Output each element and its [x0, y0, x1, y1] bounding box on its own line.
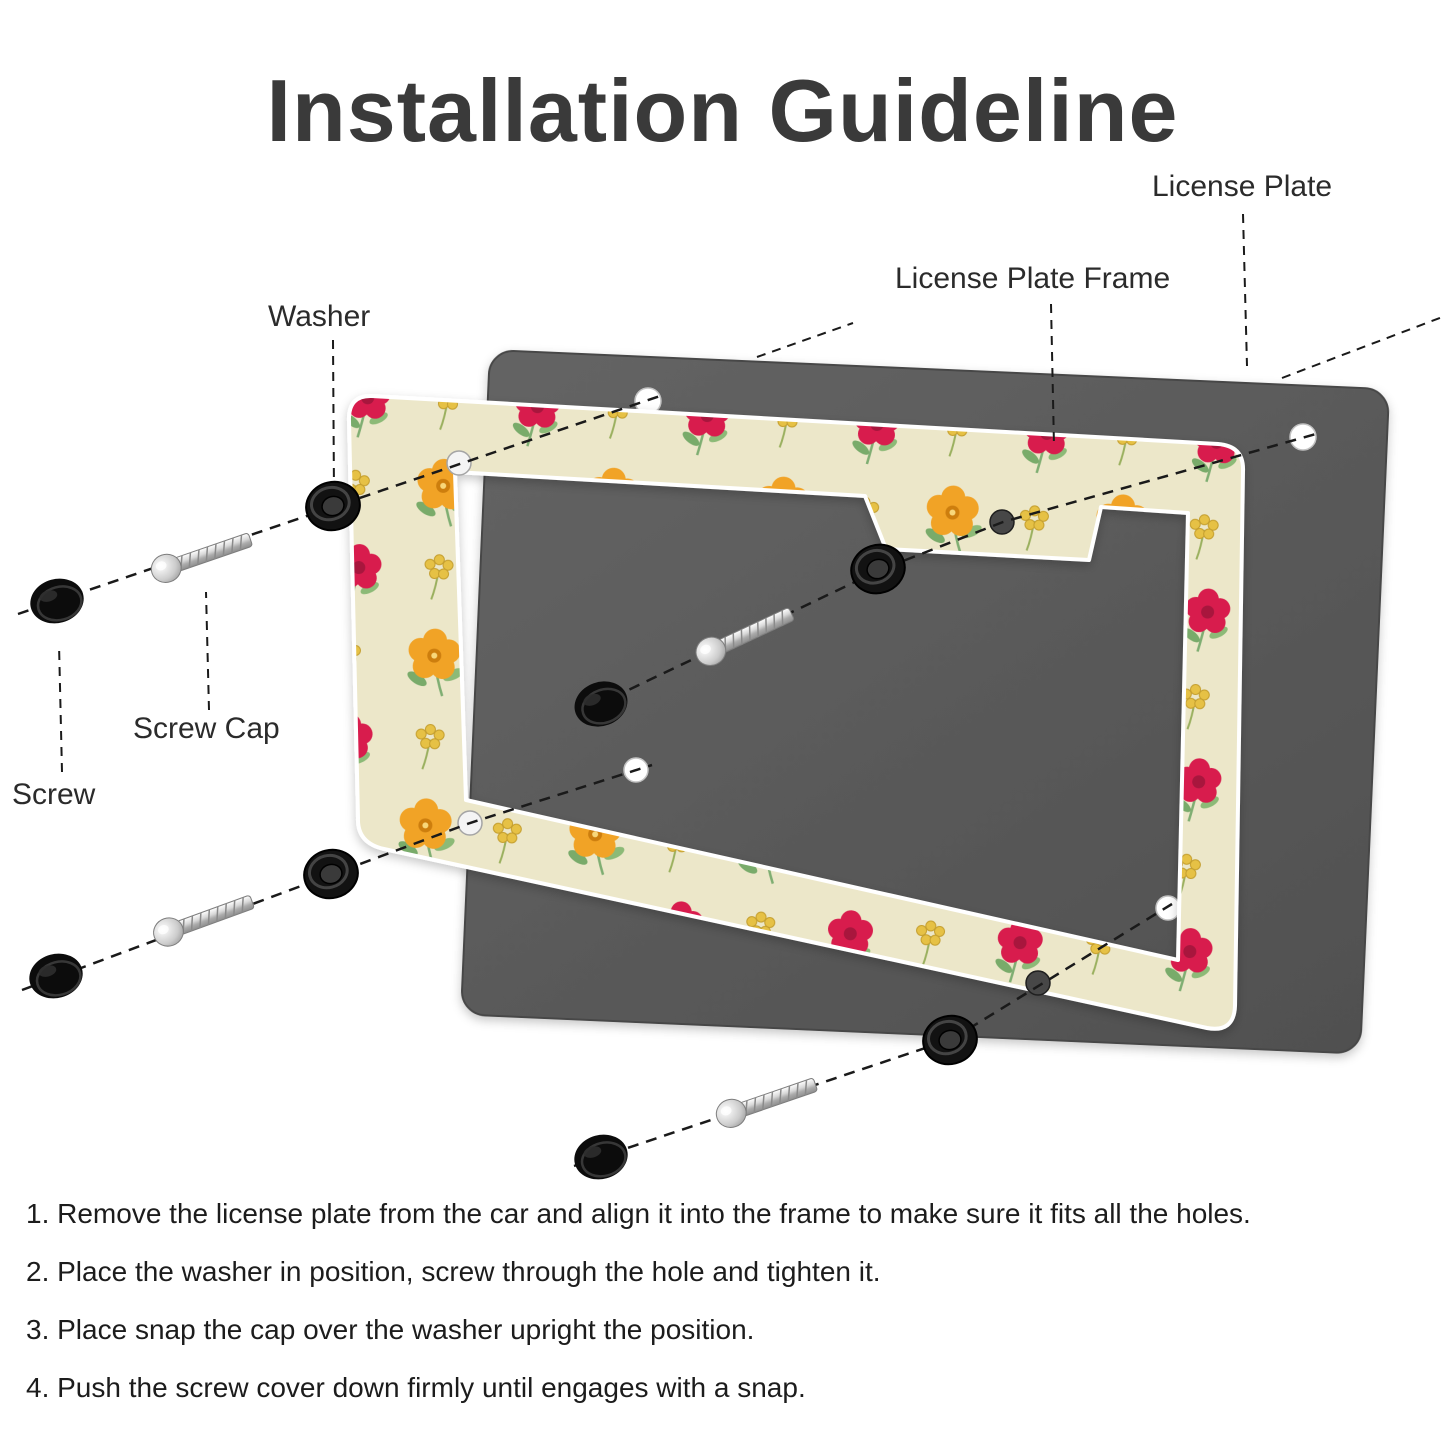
license-plate-label: License Plate	[1152, 170, 1333, 203]
leader-washer	[332, 339, 335, 495]
screw-cap-4	[567, 1127, 635, 1187]
guide-line-bottom-center	[573, 902, 1173, 1168]
leader-license-plate-diagonal	[1281, 315, 1445, 379]
screw-cap-3	[22, 946, 90, 1006]
washer-3	[297, 842, 365, 906]
license-plate-holes	[623, 387, 1317, 921]
leader-frame-diagonal	[756, 322, 854, 358]
license-plate-frame-label: License Plate Frame	[895, 262, 1171, 295]
screw-3	[148, 887, 258, 952]
license-plate-frame	[346, 393, 1246, 1031]
guide-line-top-center	[577, 432, 1317, 716]
screw-cap-1	[23, 571, 91, 631]
plate-hole-bottom-right	[1155, 895, 1181, 921]
washer-label: Washer	[268, 300, 371, 333]
leader-license-plate	[1242, 213, 1248, 367]
instruction-step-1: 1. Remove the license plate from the car…	[26, 1198, 1251, 1229]
screw-1	[146, 525, 256, 588]
instruction-list: 1. Remove the license plate from the car…	[26, 1198, 1436, 1430]
leader-screw	[58, 643, 63, 773]
screw-cap-label: Screw Cap	[133, 712, 280, 745]
page-title: Installation Guideline	[266, 61, 1179, 160]
instruction-step-2: 2. Place the washer in position, screw t…	[26, 1256, 881, 1287]
frame-body	[346, 393, 1246, 1031]
instruction-step-4: 4. Push the screw cover down firmly unti…	[26, 1372, 806, 1403]
leader-screw-cap	[205, 591, 210, 711]
leader-license-plate-frame	[1050, 303, 1055, 447]
instruction-step-3: 3. Place snap the cap over the washer up…	[26, 1314, 755, 1345]
screw-label: Screw	[12, 778, 96, 811]
screw-4	[711, 1070, 821, 1133]
plate-hole-top-right	[1289, 423, 1317, 451]
label-leader-lines	[58, 213, 1445, 773]
frame-hole-bottom-center	[1025, 970, 1051, 996]
